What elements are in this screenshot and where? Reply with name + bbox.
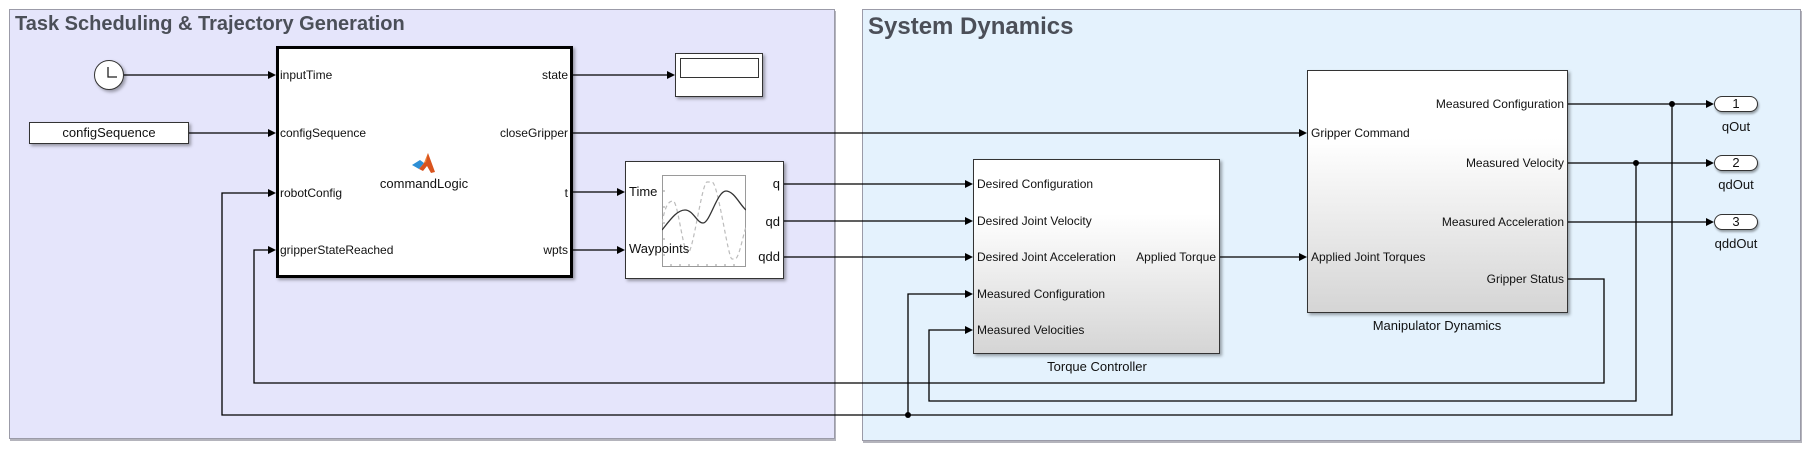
display-value [680,58,759,78]
block-name: Manipulator Dynamics [1372,318,1502,333]
signal-arrowhead [268,129,276,137]
input-port-label: Gripper Command [1311,126,1410,140]
output-port-label: Measured Configuration [1435,97,1564,111]
signal-arrowhead [1299,129,1307,137]
output-port-label: state [541,68,568,82]
signal-velocity-feedback[interactable] [928,163,1637,402]
input-port-label: Desired Configuration [977,177,1094,191]
input-port-label: Desired Joint Acceleration [977,250,1116,264]
outport-block[interactable]: 3 [1714,214,1758,230]
torque-controller-block[interactable]: Desired Configuration Desired Joint Velo… [973,159,1220,354]
signal-arrowhead [1706,218,1714,226]
input-port-label: Applied Joint Torques [1311,250,1426,264]
branch-point[interactable] [1633,160,1639,166]
signal-arrowhead [667,71,675,79]
clock-block[interactable] [94,60,124,90]
signal-arrowhead [617,246,625,254]
command-logic-block[interactable]: inputTime configSequence robotConfig gri… [276,46,573,278]
output-port-label: closeGripper [499,126,568,140]
signal-gripper-status-feedback[interactable] [253,249,1605,384]
input-port-label: robotConfig [280,186,343,200]
matlab-logo-icon [412,153,435,173]
branch-point[interactable] [905,412,911,418]
input-port-label: Desired Joint Velocity [977,214,1092,228]
input-port-label: Measured Configuration [977,287,1106,301]
trajectory-generator-block[interactable]: Time Waypoints q qd qdd [625,161,784,279]
output-port-label: Applied Torque [1136,250,1216,264]
signal-arrowhead [965,180,973,188]
input-port-label: gripperStateReached [280,243,394,257]
output-port-label: wpts [543,243,568,257]
outport-number: 1 [1732,96,1740,111]
block-label: configSequence [62,125,156,140]
signal-arrowhead [1706,100,1714,108]
signal-arrowhead [268,189,276,197]
signal-arrowhead [965,217,973,225]
signal-arrowhead [965,253,973,261]
output-port-label: Measured Velocity [1465,156,1564,170]
signal-arrowhead [965,326,973,334]
outport-label: qdOut [1718,177,1754,192]
branch-point[interactable] [1669,101,1675,107]
trajectory-plot-icon [662,175,746,267]
outport-number: 2 [1732,155,1740,170]
input-port-label: Time [629,184,658,199]
signal-arrowhead [617,188,625,196]
config-sequence-block[interactable]: configSequence [29,122,189,144]
outport-block[interactable]: 1 [1714,96,1758,112]
signal-config-to-controller[interactable] [907,293,965,415]
signal-arrowhead [1706,159,1714,167]
signal-arrowhead [965,290,973,298]
output-port-label: Gripper Status [1486,272,1564,286]
output-port-label: qd [765,214,780,229]
input-port-label: Waypoints [629,241,690,256]
signal-arrowhead [1299,253,1307,261]
signal-arrowhead [268,71,276,79]
block-name: commandLogic [379,176,469,191]
output-port-label: qdd [758,249,780,264]
signal-arrowhead [268,246,276,254]
area-title: Task Scheduling & Trajectory Generation [15,13,405,35]
outport-block[interactable]: 2 [1714,155,1758,171]
output-port-label: Measured Acceleration [1441,215,1564,229]
input-port-label: inputTime [280,68,333,82]
clock-icon [107,67,117,78]
signal-config-feedback[interactable] [221,104,1673,416]
block-name: Torque Controller [1047,359,1147,374]
outport-number: 3 [1732,214,1740,229]
outport-label: qddOut [1714,236,1758,251]
display-block[interactable] [675,53,763,97]
output-port-label: q [772,176,780,191]
area-title: System Dynamics [868,13,1074,40]
outport-label: qOut [1721,119,1751,134]
manipulator-dynamics-block[interactable]: Gripper Command Applied Joint Torques Me… [1307,70,1568,313]
output-port-label: t [564,186,568,200]
input-port-label: Measured Velocities [977,323,1085,337]
input-port-label: configSequence [280,126,367,140]
